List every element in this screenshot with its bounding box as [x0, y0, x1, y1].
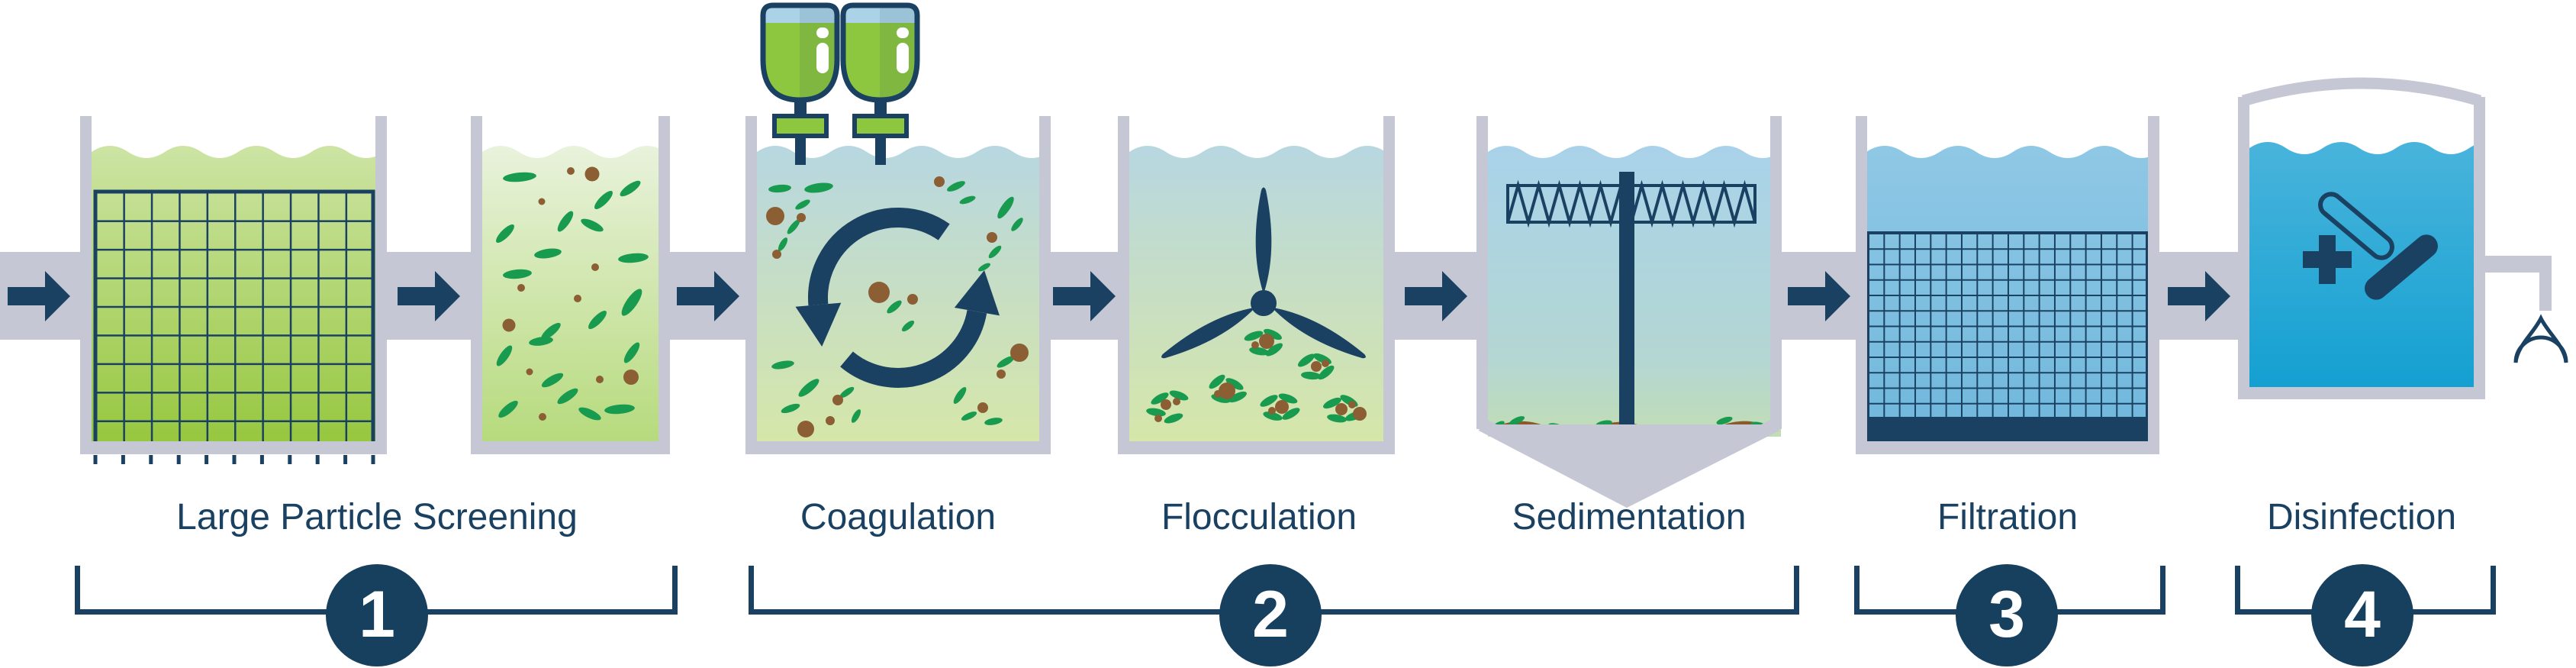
tank-walls	[1476, 116, 1782, 508]
water-drop-icon	[2513, 314, 2568, 363]
tank-walls	[745, 116, 1051, 454]
plus-icon	[2303, 235, 2352, 284]
tank-filtration	[1856, 116, 2159, 454]
screen-grid-icon	[93, 189, 375, 464]
chemical-feed-bottles	[760, 2, 920, 165]
tank-walls	[1118, 116, 1395, 454]
tank-sedimentation	[1476, 116, 1782, 508]
stage-label-flocculation: Flocculation	[1161, 497, 1357, 537]
chemical-tablets-icon	[2303, 192, 2438, 300]
stage-label-large-particle-screening: Large Particle Screening	[176, 497, 578, 537]
step-number: 2	[1252, 578, 1289, 651]
particle-scatter	[766, 176, 1029, 437]
step-number-badge-4: 4	[2311, 564, 2413, 666]
sludge-scraper-icon	[1506, 172, 1757, 429]
stage-label-coagulation: Coagulation	[800, 497, 997, 537]
stage-label-filtration: Filtration	[1937, 497, 2079, 537]
tank-flocculation	[1118, 116, 1395, 454]
filter-mesh-icon	[1866, 231, 2149, 441]
tank-disinfection	[2238, 77, 2485, 399]
step-number: 4	[2344, 578, 2381, 651]
iv-bottle-icon	[760, 2, 840, 165]
particle-scatter	[496, 166, 649, 421]
tank-coagulation	[745, 116, 1051, 454]
stage-label-disinfection: Disinfection	[2266, 497, 2457, 537]
propeller-mixer-icon	[1158, 187, 1370, 365]
floc-clusters	[1146, 328, 1367, 424]
tank-large-particle-screening	[80, 116, 387, 464]
outlet-pipe	[2474, 256, 2552, 311]
step-number-badge-2: 2	[1219, 564, 1322, 666]
step-number-badge-3: 3	[1956, 564, 2058, 666]
recycle-arrows-icon	[795, 208, 1000, 388]
tablet-outline-icon	[2318, 192, 2394, 260]
stage-label-sedimentation: Sedimentation	[1512, 497, 1747, 537]
tank-walls	[80, 116, 387, 454]
iv-bottle-icon	[840, 2, 920, 165]
tablet-filled-icon	[2365, 234, 2438, 300]
tank-screened-water	[471, 116, 670, 454]
step-number: 1	[359, 578, 395, 651]
tank-walls	[1856, 116, 2159, 454]
tank-walls	[471, 116, 670, 454]
step-number-badge-1: 1	[326, 564, 428, 666]
step-number: 3	[1988, 578, 2025, 651]
tank-walls	[2238, 77, 2485, 399]
